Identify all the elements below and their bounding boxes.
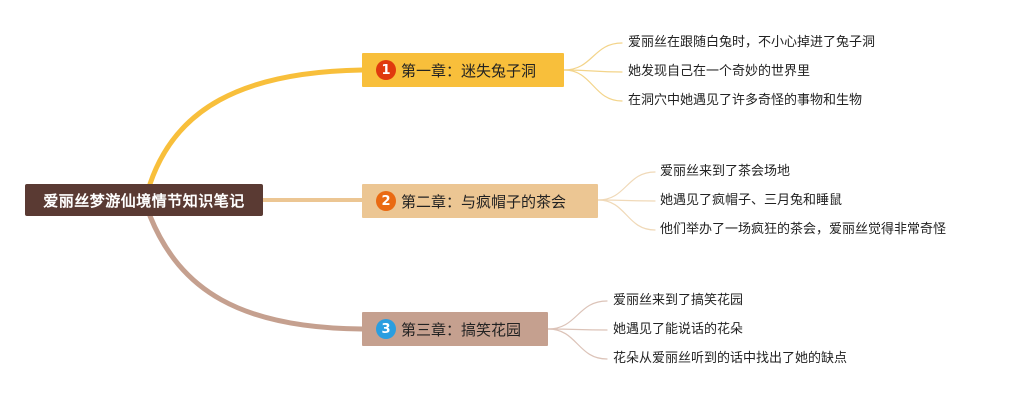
leaf-topic[interactable]: 爱丽丝来到了茶会场地 (660, 164, 791, 179)
leaf-topic[interactable]: 爱丽丝在跟随白兔时，不小心掉进了兔子洞 (628, 35, 876, 50)
leaf-topic[interactable]: 她发现自己在一个奇妙的世界里 (628, 64, 811, 79)
chapter-number-badge: 1 (376, 60, 396, 80)
connector-chapter-1-to-leaf-3 (563, 69, 623, 102)
branch-label: 第三章：搞笑花园 (401, 320, 522, 339)
chapter-number-badge: 3 (376, 319, 396, 339)
chapter-number-badge: 2 (376, 191, 396, 211)
branch-label: 第二章：与疯帽子的茶会 (401, 192, 567, 211)
branch-chapter-2[interactable]: 2 第二章：与疯帽子的茶会 (362, 184, 598, 218)
connector-chapter-2-to-leaf-3 (597, 199, 656, 231)
branch-label: 第一章：迷失兔子洞 (401, 61, 537, 80)
connector-root-to-chapter-3 (147, 213, 365, 332)
branch-chapter-1[interactable]: 1 第一章：迷失兔子洞 (362, 53, 564, 87)
leaf-topic[interactable]: 她遇见了疯帽子、三月兔和睡鼠 (660, 193, 843, 208)
connector-chapter-2-to-leaf-1 (597, 171, 656, 201)
leaf-topic[interactable]: 她遇见了能说话的花朵 (613, 322, 744, 337)
root-topic-label: 爱丽丝梦游仙境情节知识笔记 (43, 192, 245, 210)
leaf-topic[interactable]: 他们举办了一场疯狂的茶会，爱丽丝觉得非常奇怪 (660, 222, 947, 237)
connector-chapter-3-to-leaf-1 (547, 300, 608, 330)
connector-chapter-3-to-leaf-3 (547, 328, 608, 360)
root-topic[interactable]: 爱丽丝梦游仙境情节知识笔记 (25, 184, 263, 216)
branch-chapter-3[interactable]: 3 第三章：搞笑花园 (362, 312, 548, 346)
connector-root-to-chapter-1 (147, 67, 365, 187)
leaf-topic[interactable]: 爱丽丝来到了搞笑花园 (613, 293, 744, 308)
connector-chapter-1-to-leaf-1 (563, 42, 623, 71)
leaf-topic[interactable]: 花朵从爱丽丝听到的话中找出了她的缺点 (613, 351, 848, 366)
leaf-topic[interactable]: 在洞穴中她遇见了许多奇怪的事物和生物 (628, 93, 863, 108)
